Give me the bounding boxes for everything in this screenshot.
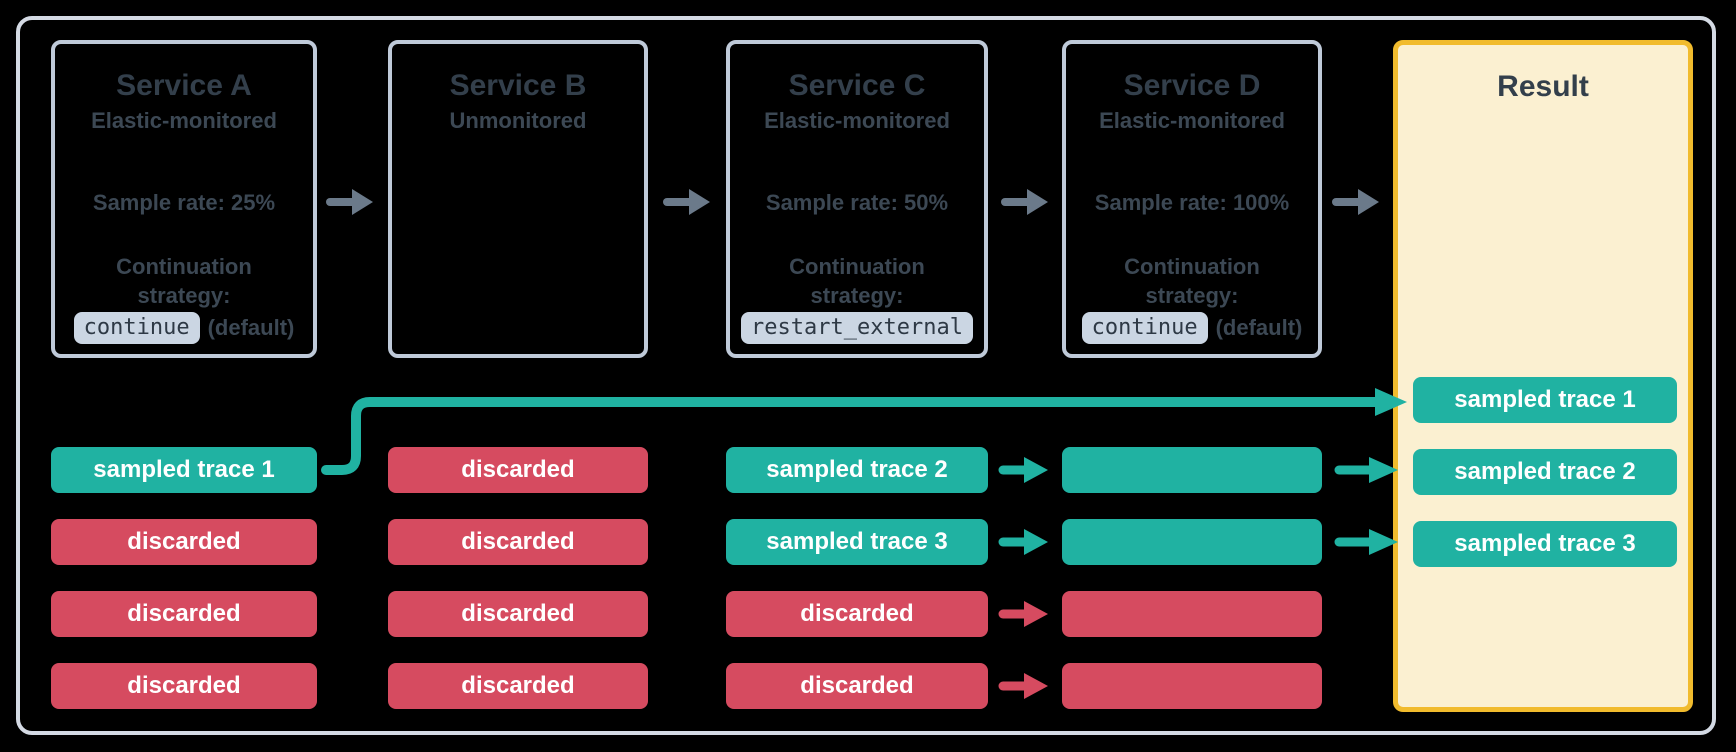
service-b-title: Service B [449,69,587,102]
service-a-strategy-suffix: (default) [207,315,295,340]
service-d-strategy-row: continue (default) [1066,312,1318,344]
trace-pill: discarded [51,591,317,637]
trace-pill: discarded [388,519,648,565]
service-d-strategy-code: continue [1081,312,1208,344]
service-c-box: Service C Elastic-monitored Sample rate:… [726,40,988,358]
service-c-monitoring: Elastic-monitored [764,108,950,133]
trace-pill: discarded [388,447,648,493]
result-trace-pill: sampled trace 1 [1413,377,1677,423]
service-a-strategy-row: continue (default) [55,312,313,344]
trace-bar [1062,519,1322,565]
diagram-frame [16,16,1716,735]
service-a-continuation-label: Continuation strategy: [116,254,252,308]
service-d-monitoring: Elastic-monitored [1099,108,1285,133]
service-d-sample-rate: Sample rate: 100% [1094,190,1290,215]
service-a-box: Service A Elastic-monitored Sample rate:… [51,40,317,358]
trace-pill: discarded [388,591,648,637]
result-trace-pill: sampled trace 3 [1413,521,1677,567]
result-title: Result [1497,70,1589,103]
service-d-strategy-suffix: (default) [1215,315,1303,340]
trace-bar [1062,591,1322,637]
trace-pill: sampled trace 2 [726,447,988,493]
trace-pill: discarded [726,591,988,637]
result-box: Result [1393,40,1693,712]
result-trace-pill: sampled trace 2 [1413,449,1677,495]
service-b-monitoring: Unmonitored [449,108,587,133]
service-a-title: Service A [116,69,252,102]
service-a-monitoring: Elastic-monitored [91,108,277,133]
trace-pill: discarded [388,663,648,709]
service-b-box: Service B Unmonitored [388,40,648,358]
trace-pill: sampled trace 3 [726,519,988,565]
service-c-strategy-code: restart_external [741,312,973,344]
trace-pill: discarded [726,663,988,709]
service-d-box: Service D Elastic-monitored Sample rate:… [1062,40,1322,358]
service-c-title: Service C [788,69,926,102]
trace-pill: discarded [51,519,317,565]
service-d-title: Service D [1123,69,1261,102]
service-a-strategy-code: continue [73,312,200,344]
service-a-sample-rate: Sample rate: 25% [92,190,276,215]
trace-bar [1062,447,1322,493]
service-d-continuation-label: Continuation strategy: [1124,254,1260,308]
service-c-sample-rate: Sample rate: 50% [765,190,949,215]
trace-pill: sampled trace 1 [51,447,317,493]
service-c-continuation-label: Continuation strategy: [789,254,925,308]
service-c-strategy-row: restart_external [730,312,984,344]
trace-pill: discarded [51,663,317,709]
trace-bar [1062,663,1322,709]
